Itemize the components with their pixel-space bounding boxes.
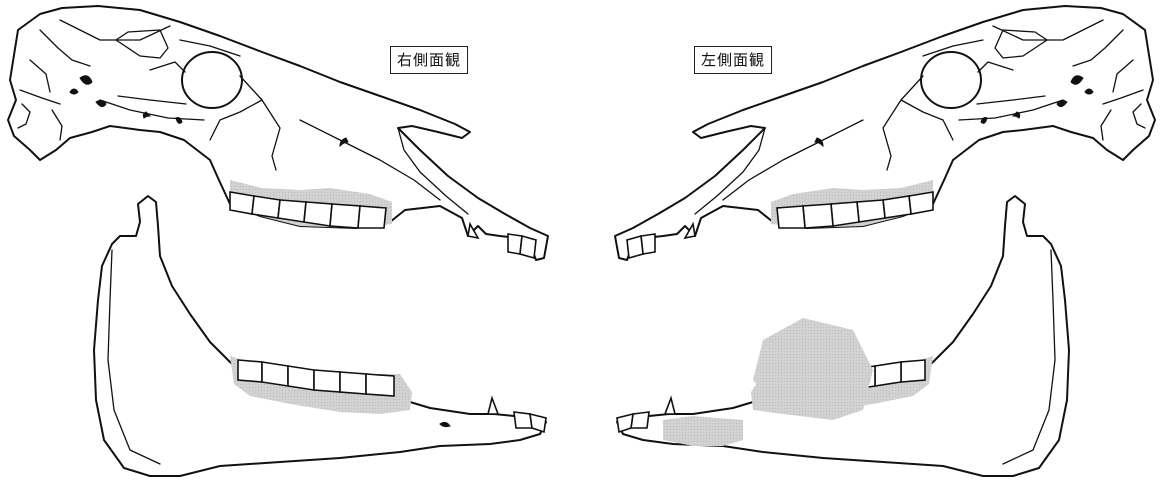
right-lateral-skull [8,6,548,476]
left-lateral-skull [615,6,1155,476]
